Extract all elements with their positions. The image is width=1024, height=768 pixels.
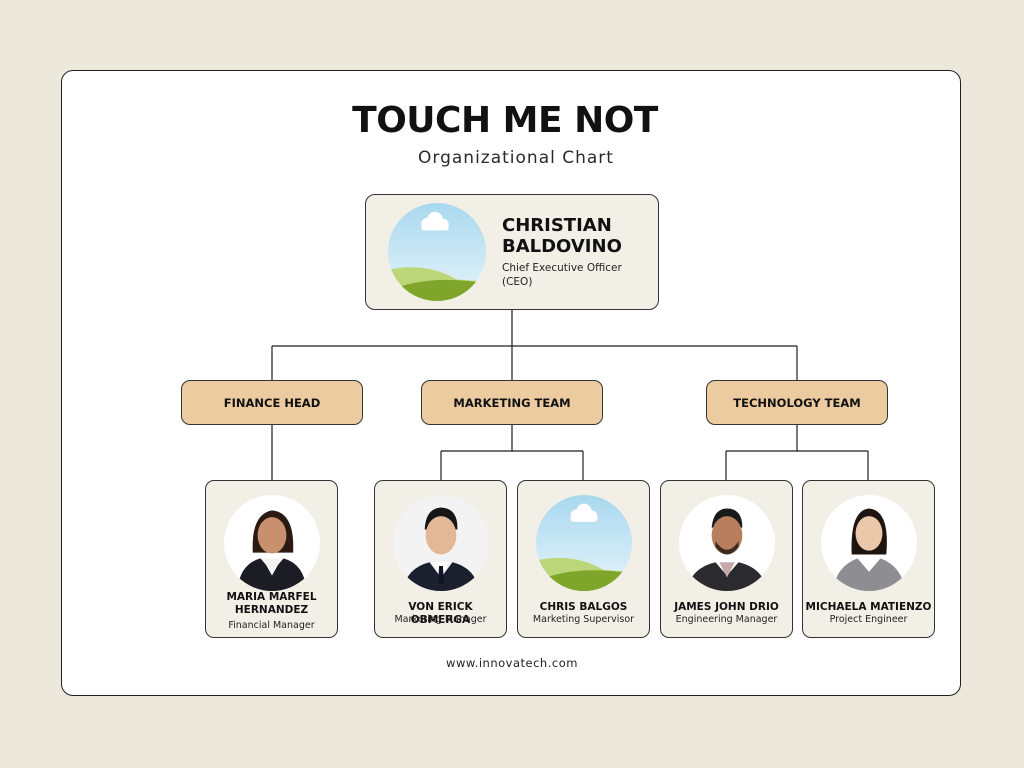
person-role: Project Engineer [829, 614, 908, 625]
person-role: Marketing Supervisor [532, 614, 635, 625]
chart-subtitle: Organizational Chart [418, 148, 614, 168]
department-technology: TECHNOLOGY TEAM [706, 380, 888, 425]
person-name: MICHAELA MATIENZO [805, 601, 932, 613]
footer-website: www.innovatech.com [446, 656, 578, 670]
placeholder-landscape-photo [536, 495, 632, 591]
person-role: Financial Manager [228, 620, 315, 631]
chart-title: TOUCH ME NOT [352, 100, 658, 141]
ceo-title: Chief Executive Officer (CEO) [502, 262, 622, 288]
person-card-james: JAMES JOHN DRIO Engineering Manager [660, 480, 793, 638]
ceo-node: CHRISTIAN BALDOVINO Chief Executive Offi… [365, 194, 659, 310]
person-role: Engineering Manager [675, 614, 778, 625]
man-suit-beard-photo [679, 495, 775, 591]
person-name: MARIA MARFEL HERNANDEZ [226, 591, 317, 616]
person-name: VON ERICK OBMERGA [408, 601, 473, 626]
person-card-maria: MARIA MARFEL HERNANDEZ Financial Manager [205, 480, 338, 638]
woman-dark-blazer-photo [224, 495, 320, 591]
placeholder-landscape-photo [388, 203, 486, 301]
person-role: Marketing Manager [394, 614, 487, 625]
person-card-von-erick: VON ERICK OBMERGA Marketing Manager [374, 480, 507, 638]
person-card-chris: CHRIS BALGOS Marketing Supervisor [517, 480, 650, 638]
department-finance: FINANCE HEAD [181, 380, 363, 425]
woman-grey-blazer-photo [821, 495, 917, 591]
department-marketing: MARKETING TEAM [421, 380, 603, 425]
person-name: JAMES JOHN DRIO [674, 601, 779, 613]
person-card-michaela: MICHAELA MATIENZO Project Engineer [802, 480, 935, 638]
ceo-name: CHRISTIAN BALDOVINO [502, 215, 622, 257]
man-suit-photo [393, 495, 489, 591]
person-name: CHRIS BALGOS [539, 601, 628, 613]
